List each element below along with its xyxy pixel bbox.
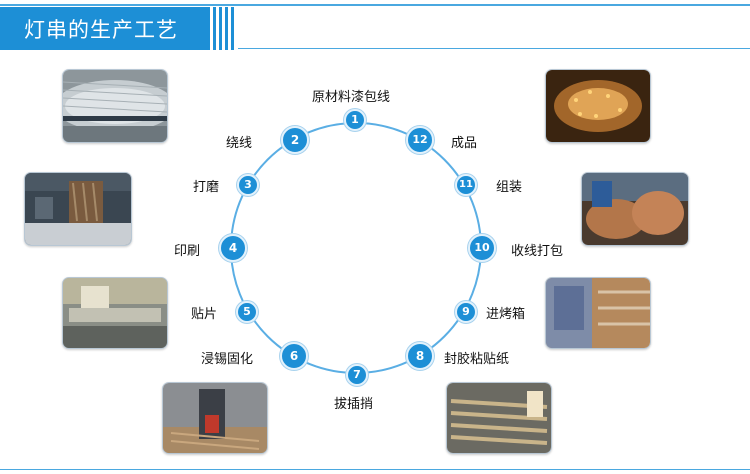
page-title: 灯串的生产工艺: [24, 18, 178, 42]
step-label-2: 绕线: [226, 136, 253, 151]
bottom-border-line: [0, 469, 750, 470]
step-label-4: 印刷: [174, 244, 201, 259]
photo-sealing: [446, 382, 552, 454]
step-label-3: 打磨: [193, 180, 220, 195]
step-label-6: 浸锡固化: [201, 352, 254, 367]
step-node-10: 10: [468, 234, 496, 262]
step-node-1: 1: [344, 109, 366, 131]
photo-grinding-machine: [24, 172, 132, 246]
process-ring-circle: [230, 122, 482, 374]
step-label-10: 收线打包: [511, 244, 564, 259]
photo-finished-light-string: [545, 69, 651, 143]
banner-underline: [238, 48, 750, 49]
step-label-7: 拔插捎: [334, 397, 374, 412]
banner-stripes-decoration: [207, 7, 234, 50]
step-label-9: 进烤箱: [486, 307, 526, 322]
top-border-line: [0, 4, 750, 6]
step-node-3: 3: [237, 174, 259, 196]
step-node-4: 4: [219, 234, 247, 262]
photo-smt-machine: [62, 277, 168, 349]
title-banner-background: 灯串的生产工艺: [0, 7, 207, 50]
step-node-8: 8: [406, 342, 434, 370]
step-label-11: 组装: [496, 180, 523, 195]
step-node-5: 5: [236, 301, 258, 323]
step-label-12: 成品: [451, 136, 478, 151]
photo-oven: [545, 277, 651, 349]
step-label-8: 封胶粘贴纸: [444, 352, 510, 367]
title-banner: 灯串的生产工艺: [0, 7, 750, 50]
step-label-5: 贴片: [191, 307, 218, 322]
step-node-2: 2: [281, 126, 309, 154]
photo-tin-dipping: [162, 382, 268, 454]
photo-winding-wire: [62, 69, 168, 143]
step-node-6: 6: [280, 342, 308, 370]
step-node-11: 11: [455, 174, 477, 196]
photo-assembly: [581, 172, 689, 246]
step-node-7: 7: [346, 364, 368, 386]
step-node-9: 9: [455, 301, 477, 323]
step-label-1: 原材料漆包线: [312, 90, 391, 105]
step-node-12: 12: [406, 126, 434, 154]
